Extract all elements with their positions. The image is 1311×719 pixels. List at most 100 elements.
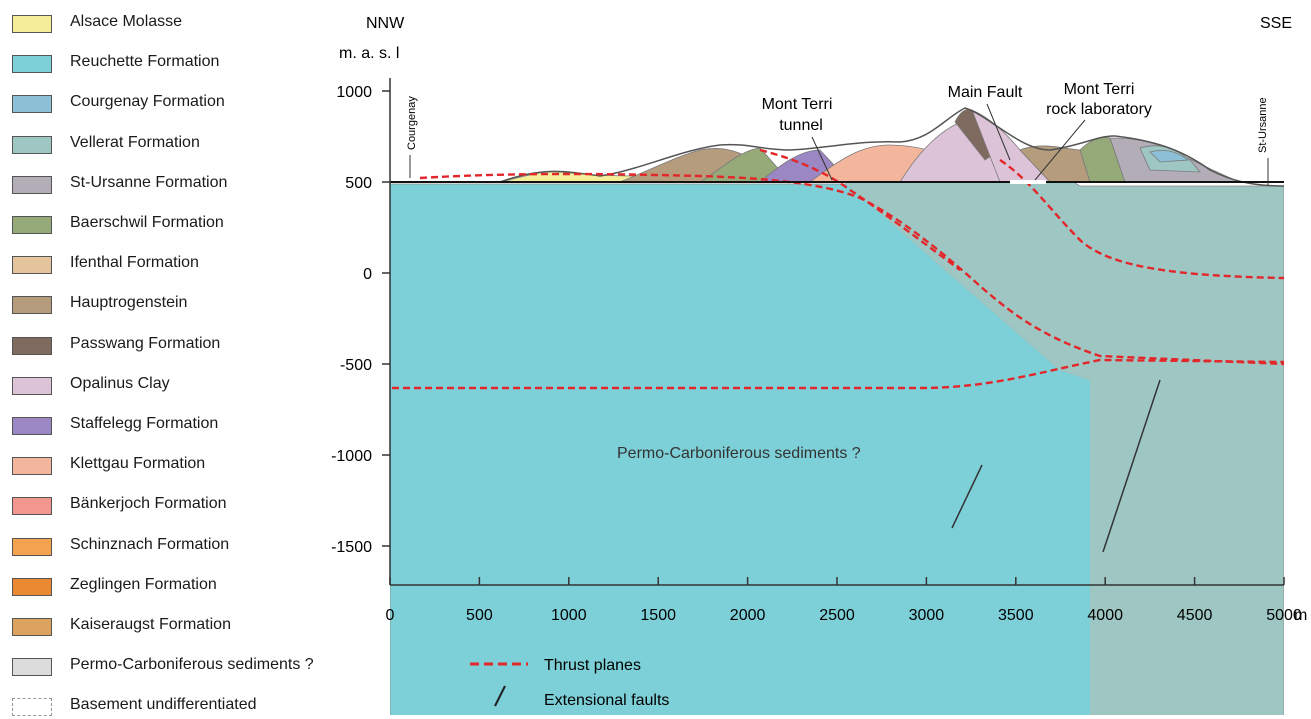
legend-label: Permo-Carboniferous sediments ? — [70, 656, 314, 674]
legend-label: Hauptrogenstein — [70, 294, 188, 312]
legend-swatch — [12, 618, 52, 636]
legend-swatch — [12, 15, 52, 33]
extensional-faults — [951, 379, 1161, 553]
legend-item: Basement undifferentiated — [12, 695, 257, 719]
legend-item: Alsace Molasse — [12, 12, 182, 36]
x-tick-label: 2500 — [819, 607, 855, 624]
extensional-fault-1 — [951, 464, 983, 529]
label-mont-terri-tunnel-1: Mont Terri — [762, 96, 833, 113]
y-tick-label: -500 — [340, 357, 372, 374]
y-tick-label: -1500 — [331, 539, 372, 556]
x-axis-ticks: 0 500 1000 1500 2000 2500 3000 3500 4000 4500 5000 — [386, 577, 1302, 624]
direction-nnw: NNW — [366, 15, 405, 32]
thrust-planes — [392, 148, 1285, 390]
legend-label: Zeglingen Formation — [70, 575, 217, 593]
legend-swatch — [12, 376, 52, 395]
legend-label: Bänkerjoch Formation — [70, 495, 227, 513]
label-mont-terri-tunnel-2: tunnel — [779, 117, 823, 134]
legend-item: Hauptrogenstein — [12, 293, 187, 317]
y-tick-label: 0 — [363, 266, 372, 283]
x-tick-label: 4000 — [1087, 607, 1123, 624]
legend-item: Courgenay Formation — [12, 92, 225, 116]
legend-swatch — [12, 537, 52, 556]
topography-unit — [1149, 150, 1190, 163]
legend-swatch — [12, 457, 52, 476]
legend-swatch — [12, 175, 52, 194]
y-axis-unit: m. a. s. l — [339, 45, 399, 62]
y-axis-ticks: 1000 500 0 -500 -1000 -1500 — [331, 84, 390, 556]
legend-swatch — [12, 55, 52, 74]
direction-sse: SSE — [1260, 15, 1292, 32]
label-rock-lab-2: rock laboratory — [1046, 101, 1152, 118]
x-tick-label: 3000 — [909, 607, 945, 624]
place-st-ursanne: St-Ursanne — [1257, 97, 1269, 153]
y-tick-label: -1000 — [331, 448, 372, 465]
legend-swatch — [12, 336, 52, 355]
legend-swatch — [12, 95, 52, 114]
label-main-fault: Main Fault — [948, 84, 1023, 101]
y-tick-label: 1000 — [336, 84, 372, 101]
legend-item: Klettgau Formation — [12, 454, 205, 478]
label-permo-carboniferous: Permo-Carboniferous sediments ? — [617, 445, 861, 462]
thrust-plane — [999, 159, 1285, 280]
legend-item: Opalinus Clay — [12, 374, 170, 398]
legend-item: Staffelegg Formation — [12, 414, 218, 438]
legend-label: Klettgau Formation — [70, 455, 206, 473]
legend-label: Schinznach Formation — [70, 535, 230, 553]
legend-label: Staffelegg Formation — [70, 415, 219, 432]
x-tick-label: 3500 — [998, 607, 1034, 624]
legend-item: Schinznach Formation — [12, 535, 229, 559]
x-tick-label: 2000 — [730, 607, 766, 624]
legend-label: Ifenthal Formation — [70, 254, 199, 272]
fault-key-label: Extensional faults — [544, 692, 669, 709]
legend-item: Reuchette Formation — [12, 52, 219, 76]
legend-label: Passwang Formation — [70, 334, 221, 352]
thrust-plane — [419, 172, 1285, 366]
label-rock-lab-1: Mont Terri — [1064, 81, 1135, 98]
legend-item: Zeglingen Formation — [12, 575, 217, 599]
x-tick-label: 5000 — [1266, 607, 1302, 624]
legend-label: Courgenay Formation — [70, 93, 225, 111]
legend-item: Permo-Carboniferous sediments ? — [12, 655, 314, 679]
extensional-fault-2 — [1102, 379, 1161, 553]
x-axis-unit: m — [1294, 607, 1307, 624]
legend-label: Basement undifferentiated — [70, 696, 257, 714]
surface-topography — [499, 107, 1285, 187]
legend-item: Baerschwil Formation — [12, 213, 224, 237]
legend-swatch — [12, 135, 52, 154]
legend-swatch — [12, 497, 52, 516]
legend-label: Alsace Molasse — [70, 13, 183, 30]
legend-item: Kaiseraugst Formation — [12, 615, 231, 639]
legend-item: St-Ursanne Formation — [12, 173, 227, 197]
fault-key-symbol — [494, 685, 506, 707]
legend-swatch — [12, 216, 52, 234]
topographic-profile — [499, 107, 1285, 187]
place-courgenay: Courgenay — [406, 96, 418, 150]
thrust-plane — [392, 358, 1285, 390]
legend-swatch — [12, 658, 52, 677]
x-tick-label: 1500 — [640, 607, 676, 624]
x-tick-label: 0 — [386, 607, 395, 624]
y-tick-label: 500 — [345, 175, 372, 192]
legend-swatch — [12, 256, 52, 275]
legend-label: Vellerat Formation — [70, 133, 200, 151]
x-tick-label: 500 — [466, 607, 493, 624]
x-tick-label: 1000 — [551, 607, 587, 624]
thrust-key-label: Thrust planes — [544, 657, 641, 674]
thrust-plane — [759, 148, 961, 271]
legend-label: Kaiseraugst Formation — [70, 616, 231, 633]
legend-swatch — [12, 296, 52, 315]
legend-label: Baerschwil Formation — [70, 214, 224, 231]
legend-label: Opalinus Clay — [70, 374, 170, 392]
legend-swatch — [12, 417, 52, 435]
legend-item: Vellerat Formation — [12, 133, 200, 157]
legend-label: St-Ursanne Formation — [70, 173, 228, 191]
legend-swatch — [12, 577, 52, 596]
legend-item: Passwang Formation — [12, 334, 220, 358]
legend-item: Ifenthal Formation — [12, 253, 199, 277]
legend-item: Bänkerjoch Formation — [12, 494, 227, 518]
legend-label: Reuchette Formation — [70, 53, 220, 71]
x-tick-label: 4500 — [1177, 607, 1213, 624]
